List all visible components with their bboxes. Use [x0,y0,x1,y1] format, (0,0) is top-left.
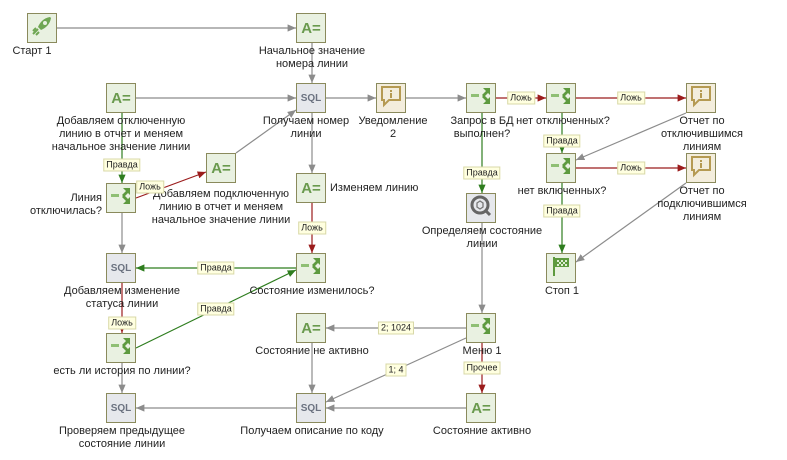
node-label: Запрос в БД выполнен? [450,115,514,140]
condition-icon [109,334,133,363]
node-detect[interactable] [466,193,496,223]
node-label: Стоп 1 [544,285,580,297]
node-label: Уведомление 2 [358,115,428,140]
node-label: Состояние не активно [255,345,369,357]
node-label: Старт 1 [12,45,52,57]
sql-icon: SQL [110,262,132,274]
node-notify[interactable] [376,83,406,113]
node-getNum[interactable]: SQL [296,83,326,113]
node-label: Добавляем изменение статуса линии [64,285,180,310]
node-noOn[interactable] [546,153,576,183]
node-label: Состояние изменилось? [249,285,375,297]
edge-label-false: Ложь [136,180,164,194]
edge-label-true: Правда [103,158,141,172]
node-label: Добавляем подключенную линию в отчет и м… [151,188,291,226]
menu-icon [469,314,493,343]
edge-label-other: Прочее [463,361,501,375]
node-lineOff[interactable] [106,183,136,213]
node-repOn[interactable] [686,153,716,183]
node-repOff[interactable] [686,83,716,113]
node-label: Изменяем линию [330,182,419,194]
node-label: Меню 1 [462,345,502,357]
edge-label-true: Правда [197,302,235,316]
node-init[interactable]: A= [296,13,326,43]
node-addOff[interactable]: A= [106,83,136,113]
edge-17[interactable] [135,171,207,199]
node-label: Состояние активно [432,425,532,437]
node-menu[interactable] [466,313,496,343]
notification-icon [689,154,713,183]
edge-label-true: Правда [197,261,235,275]
node-label: Добавляем отключенную линию в отчет и ме… [51,115,191,153]
edge-label-false: Ложь [108,316,136,330]
node-history[interactable] [106,333,136,363]
node-inactive[interactable]: A= [296,313,326,343]
node-getDesc[interactable]: SQL [296,393,326,423]
condition-icon [299,254,323,283]
assign-icon: A= [301,319,321,337]
node-label: Отчет по подключившимся линиям [657,185,747,223]
edge-label-case1: 1; 4 [385,363,407,377]
condition-icon [549,154,573,183]
node-label: Линия отключилась? [29,192,102,217]
sql-icon: SQL [300,92,322,104]
assign-icon: A= [301,179,321,197]
assign-icon: A= [301,19,321,37]
edge-label-case2: 2; 1024 [377,321,415,335]
finish-flag-icon [549,254,573,283]
node-label: нет отключенных? [516,115,610,127]
edge-label-true: Правда [463,166,501,180]
node-label: Проверяем предыдущее состояние линии [58,425,186,450]
node-change[interactable]: A= [296,173,326,203]
node-label: Отчет по отключившимся линиям [661,115,743,153]
edge-label-true: Правда [543,134,581,148]
node-label: нет включенных? [517,185,607,197]
edge-12[interactable] [575,182,687,263]
node-label: Получаем описание по коду [240,425,384,437]
notification-icon [689,84,713,113]
node-changed[interactable] [296,253,326,283]
node-label: Получаем номер линии [262,115,350,140]
sql-icon: SQL [110,402,132,414]
sql-icon: SQL [300,402,322,414]
node-addOn[interactable]: A= [206,153,236,183]
edge-13[interactable] [235,109,297,154]
node-noOff[interactable] [546,83,576,113]
rocket-icon [30,14,54,43]
node-label: Определяем состояние линии [421,225,543,250]
assign-icon: A= [471,399,491,417]
node-start[interactable] [27,13,57,43]
edge-label-false: Ложь [617,161,645,175]
condition-icon [469,84,493,113]
node-stop[interactable] [546,253,576,283]
edge-label-false: Ложь [298,221,326,235]
edge-label-false: Ложь [617,91,645,105]
node-label: есть ли история по линии? [53,365,191,377]
query-icon [469,194,493,223]
notification-icon [379,84,403,113]
assign-icon: A= [111,89,131,107]
condition-icon [549,84,573,113]
condition-icon [109,184,133,213]
edge-11[interactable] [575,112,687,161]
node-active[interactable]: A= [466,393,496,423]
assign-icon: A= [211,159,231,177]
edge-label-true: Правда [543,204,581,218]
node-label: Начальное значение номера линии [258,45,366,70]
node-dbOk[interactable] [466,83,496,113]
node-checkPrev[interactable]: SQL [106,393,136,423]
edge-label-false: Ложь [507,91,535,105]
node-addStatus[interactable]: SQL [106,253,136,283]
